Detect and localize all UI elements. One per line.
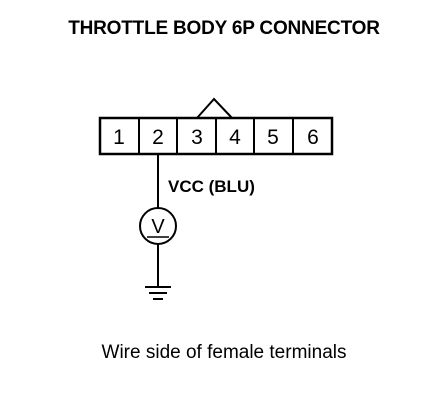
ground-icon xyxy=(145,286,171,300)
pin-3-label: 3 xyxy=(191,126,203,149)
pin-2-label: 2 xyxy=(152,126,164,149)
pin-5-label: 5 xyxy=(267,126,279,149)
wire-label: VCC (BLU) xyxy=(168,177,255,196)
pin-4-label: 4 xyxy=(229,126,241,149)
pin-dividers xyxy=(138,118,294,154)
pin-1-label: 1 xyxy=(113,126,125,149)
voltmeter-symbol: V xyxy=(151,216,165,238)
diagram-title: THROTTLE BODY 6P CONNECTOR xyxy=(68,18,380,39)
diagram-caption: Wire side of female terminals xyxy=(101,342,347,363)
pin-6-label: 6 xyxy=(307,126,319,149)
connector-latch xyxy=(196,97,233,119)
